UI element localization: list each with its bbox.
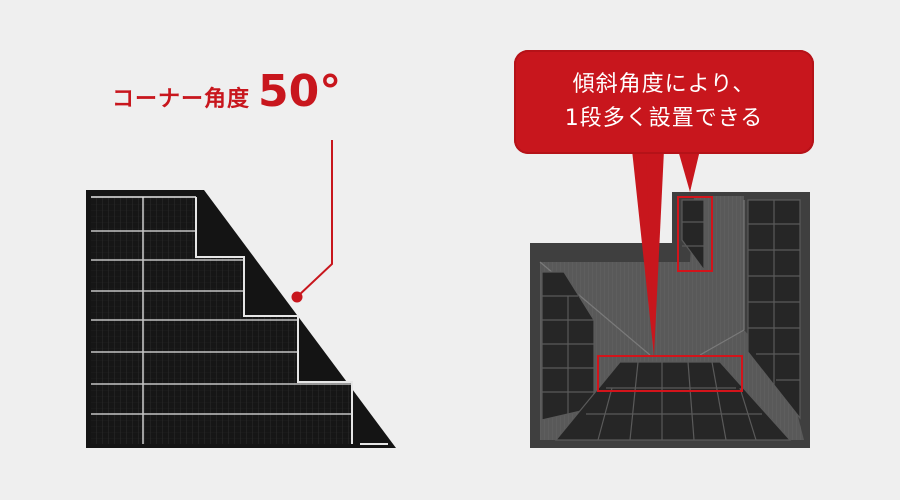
corner-angle-text: コーナー角度 bbox=[112, 87, 251, 112]
highlight-box-top bbox=[677, 196, 713, 272]
highlight-box-bottom bbox=[597, 355, 743, 392]
corner-angle-label: コーナー角度 50° bbox=[112, 66, 341, 117]
roof-panels-left bbox=[541, 271, 595, 421]
roof-panels-bottom bbox=[554, 361, 792, 441]
angle-pointer bbox=[291, 140, 333, 303]
callout-line-1: 傾斜角度により、 bbox=[572, 72, 756, 97]
callout-line-2: 1段多く設置できる bbox=[564, 106, 764, 131]
corner-panel bbox=[86, 190, 396, 448]
callout-box: 傾斜角度により、 1段多く設置できる bbox=[514, 50, 814, 154]
step-outline bbox=[195, 197, 353, 444]
roof-panels-right bbox=[747, 199, 801, 420]
corner-angle-value: 50° bbox=[258, 66, 342, 117]
